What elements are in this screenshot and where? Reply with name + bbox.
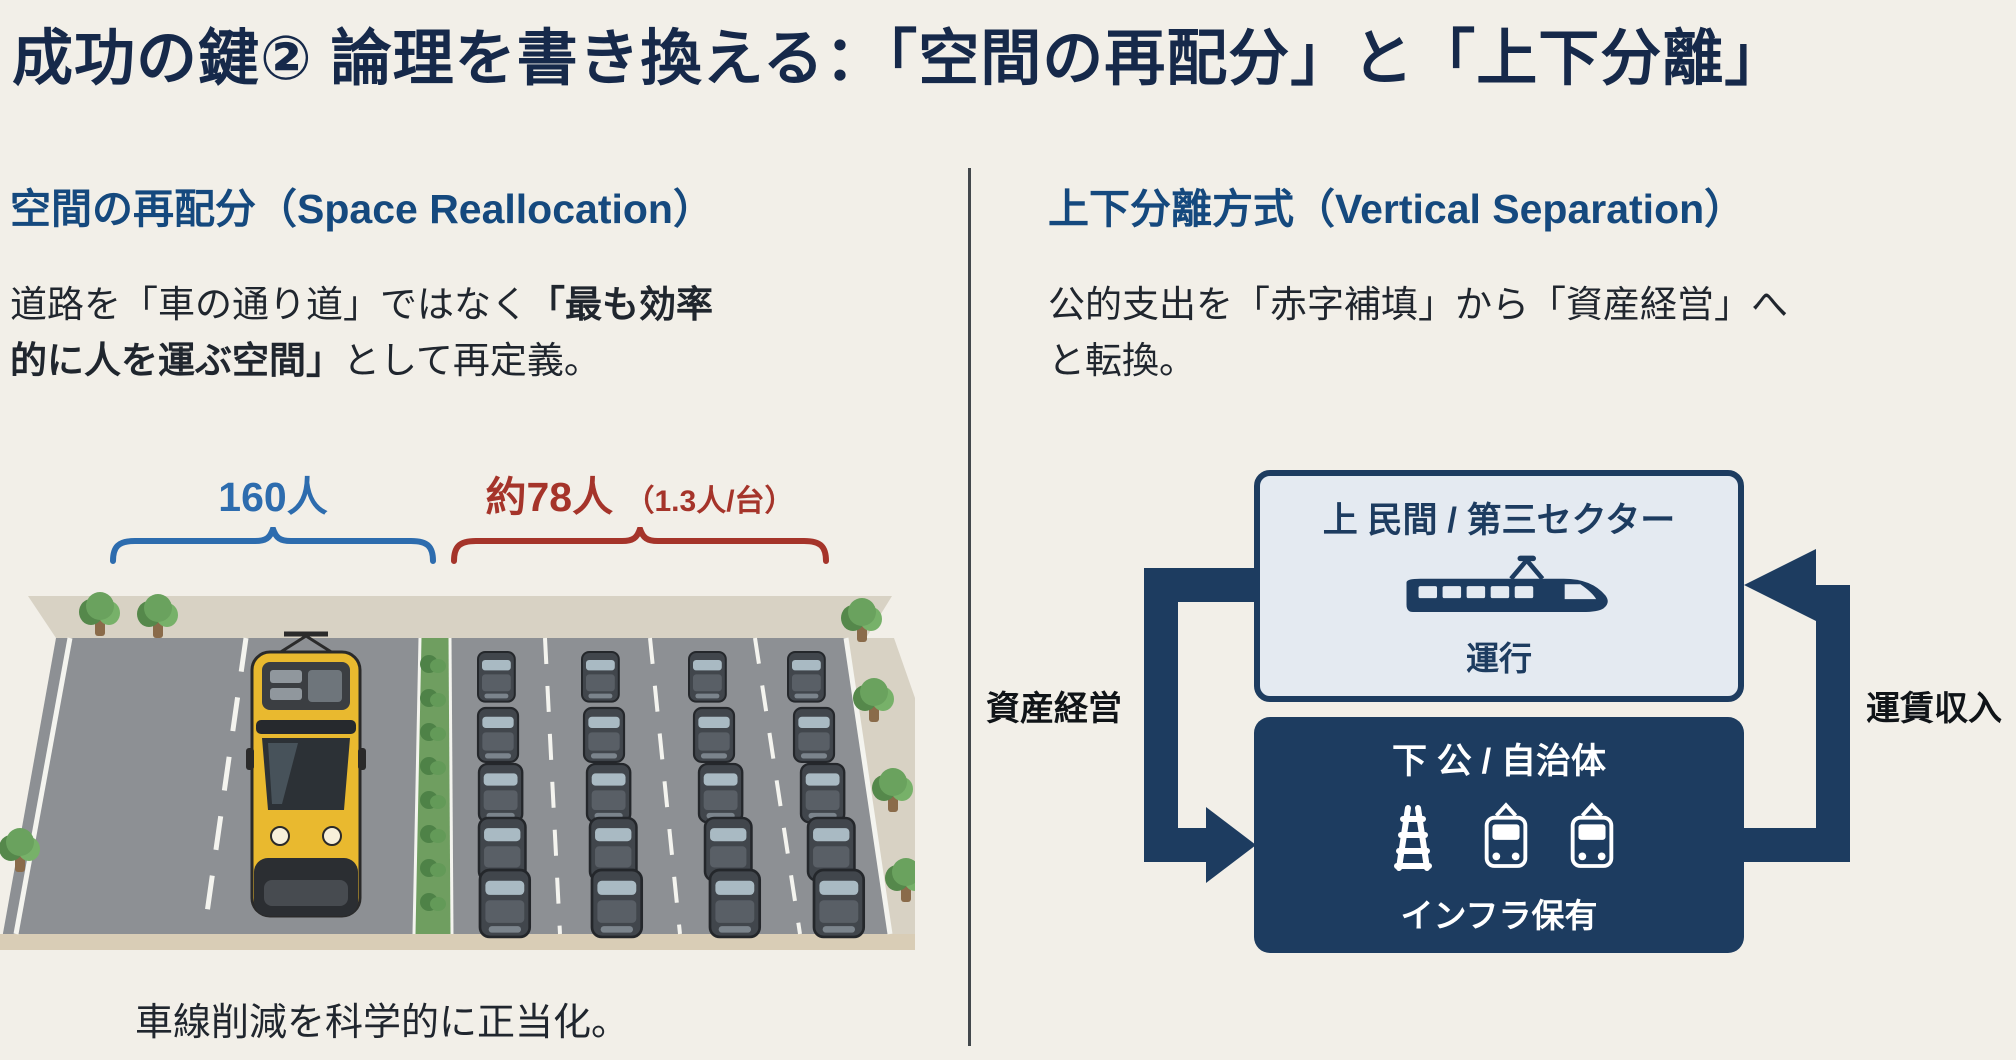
asset-management-label: 資産経営 [986,690,1122,728]
bottom-curb [0,934,915,950]
left-panel: 空間の再配分（Space Reallocation） 道路を「車の通り道」ではな… [0,175,960,1060]
left-body-text: 道路を「車の通り道」ではなく「最も効率的に人を運ぶ空間」として再定義。 [10,277,730,388]
lower-box: 下 公 / 自治体 [1254,717,1744,953]
slide-title: 成功の鍵② 論理を書き換える：「空間の再配分」と「上下分離」 [12,24,1787,92]
left-body-part1: 道路を「車の通り道」ではなく [10,284,528,325]
flow-arrows [1144,549,1850,883]
tram-brace [110,527,436,564]
fare-revenue-label: 運賃収入 [1866,690,2002,728]
right-heading: 上下分離方式（Vertical Separation） [1048,186,1746,232]
cars-brace [451,527,829,564]
tram-count-label: 160人 [218,474,328,520]
right-panel: 上下分離方式（Vertical Separation） 公的支出を「赤字補填」か… [986,175,2016,1060]
car-count-sub: （1.3人/台） [624,485,795,518]
left-heading: 空間の再配分（Space Reallocation） [10,186,714,232]
top-sidewalk [28,596,892,638]
upper-box-role: 運行 [1466,640,1532,677]
upper-box: 上 民間 / 第三セクター 運行 [1254,470,1744,702]
tram-side-icon [1406,555,1608,612]
tram-front-icon [1484,801,1528,868]
median-strip [412,637,454,935]
vertical-divider [968,168,971,1046]
upper-box-title: 上 民間 / 第三セクター [1322,501,1676,540]
left-body-part2-bold: 「最も効率的に人を運ぶ空間」 [10,284,713,381]
road-scene-illustration [0,592,915,950]
lane-lines [13,637,893,935]
rail-track-icon [1394,804,1432,871]
right-body-text: 公的支出を「赤字補填」から「資産経営」へと転換。 [1048,284,1788,381]
left-caption: 車線削減を科学的に正当化。 [135,1002,630,1044]
infrastructure-icons [1377,800,1621,874]
car-count-label: 約78人 （1.3人/台） [450,463,830,523]
tram-front-icon [1570,801,1614,868]
left-body-part3: として再定義。 [343,339,601,381]
lower-box-role: インフラ保有 [1400,897,1598,934]
lower-box-title: 下 公 / 自治体 [1392,742,1606,781]
tram [246,631,366,918]
vertical-separation-diagram: 上 民間 / 第三セクター 運行 下 公 / 自治体 [960,455,2016,975]
car-count-main: 約78人 [485,474,614,520]
